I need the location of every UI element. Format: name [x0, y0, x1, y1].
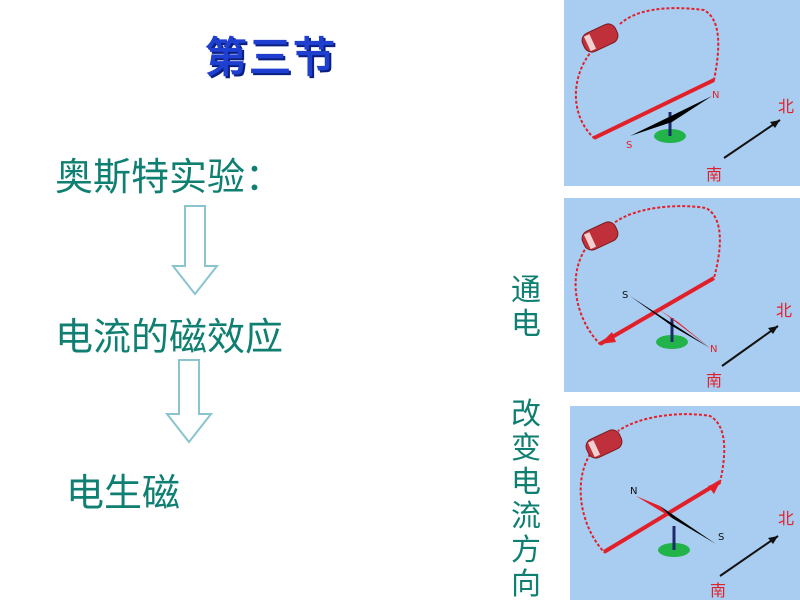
north-arrow-icon — [721, 325, 779, 367]
north-label: 北 — [776, 301, 792, 320]
down-arrow-2 — [164, 359, 214, 444]
oersted-panel-on: S N 北 南 — [564, 198, 800, 392]
pole-s-label: S — [626, 140, 632, 151]
compass-needle-icon — [636, 496, 716, 557]
south-label: 南 — [706, 371, 722, 390]
north-label: 北 — [778, 509, 794, 528]
electricity-magnetism-label: 电生磁 — [66, 471, 181, 515]
experiment-heading: 奥斯特实验： — [55, 155, 284, 199]
south-label: 南 — [706, 165, 722, 184]
north-arrow-icon — [719, 535, 779, 577]
compass-needle-icon — [630, 96, 712, 143]
pole-s-label: S — [622, 290, 628, 301]
down-arrow-1 — [170, 205, 220, 296]
north-label: 北 — [778, 97, 794, 116]
battery-icon — [585, 429, 623, 459]
battery-icon — [581, 23, 619, 53]
oersted-panel-reversed: N S 北 南 — [570, 406, 800, 600]
north-arrow-icon — [723, 119, 781, 159]
south-label: 南 — [710, 581, 726, 600]
pole-n-label: N — [710, 344, 717, 355]
pole-n-label: N — [630, 486, 637, 497]
power-on-label: 通 电 — [511, 273, 541, 342]
pole-s-label: S — [718, 532, 724, 543]
oersted-panel-off: N S 北 南 — [564, 0, 800, 186]
battery-icon — [581, 221, 619, 251]
pole-n-label: N — [712, 90, 719, 101]
magnetic-effect-label: 电流的磁效应 — [55, 315, 284, 359]
reverse-current-label: 改 变 电 流 方 向 — [511, 397, 541, 602]
compass-needle-icon — [630, 296, 710, 349]
section-title: 第三节 — [205, 33, 338, 82]
